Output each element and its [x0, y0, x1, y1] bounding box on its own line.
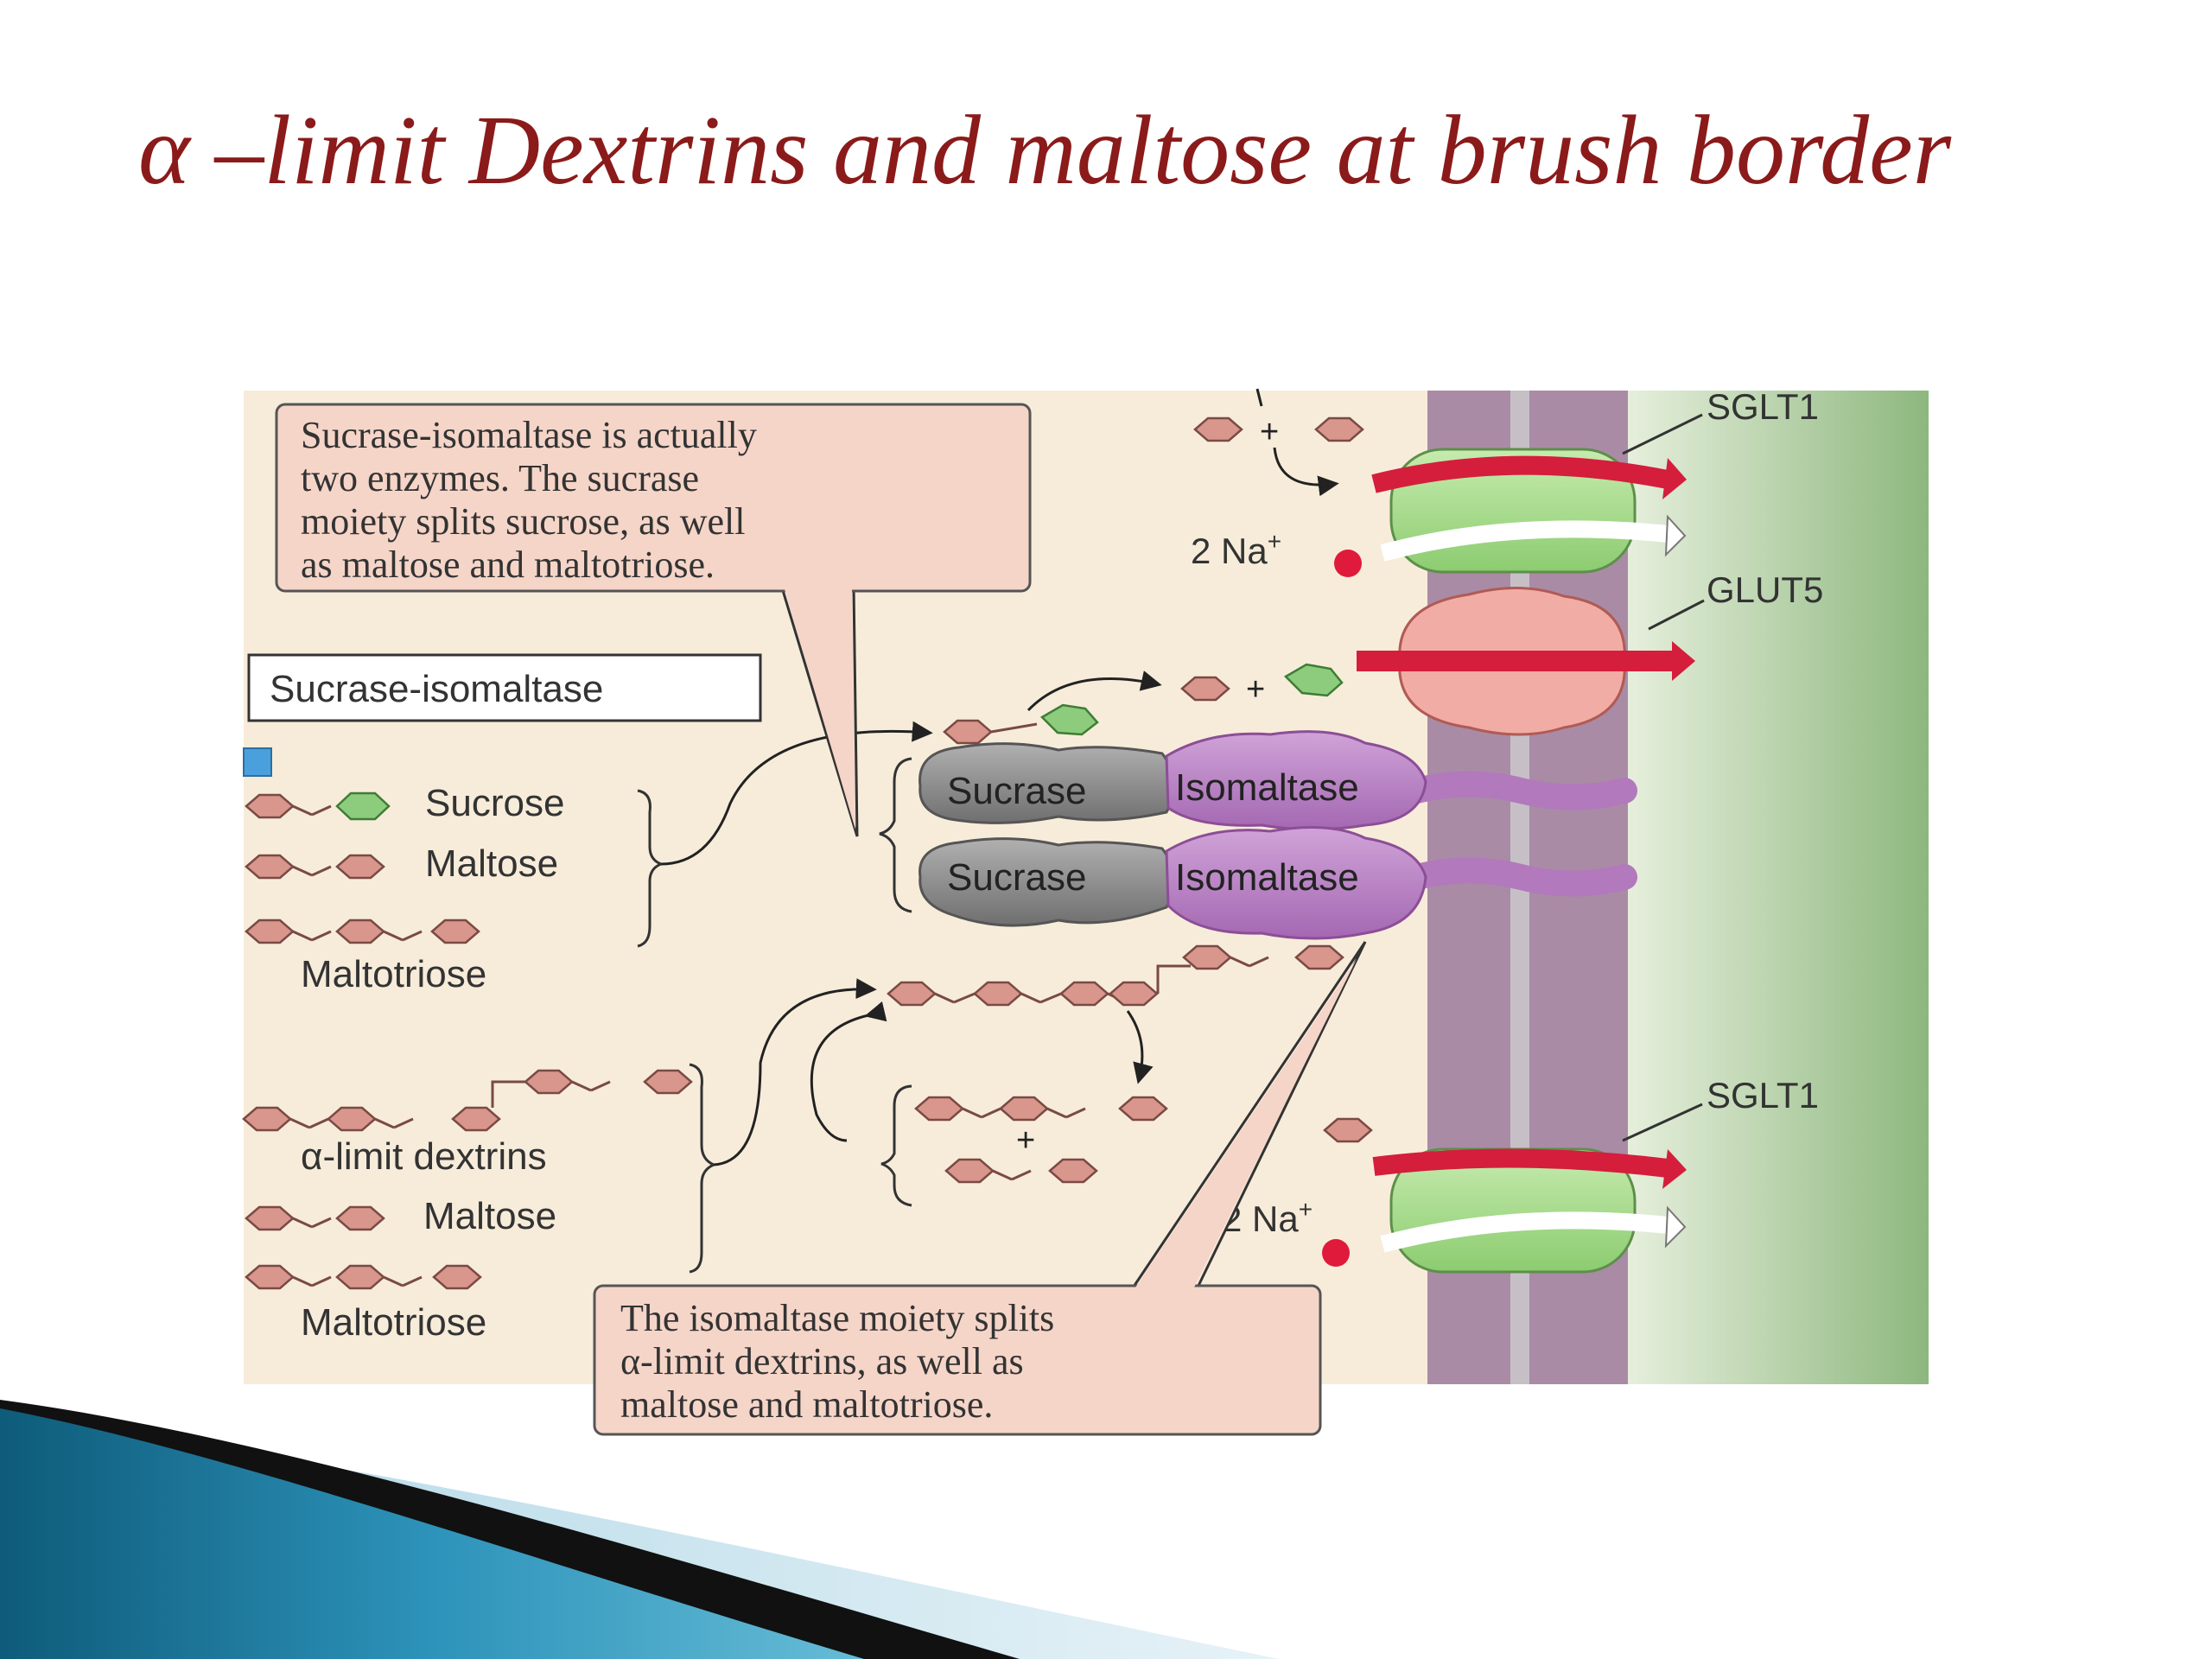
callout-top-line-1: Sucrase-isomaltase is actually: [301, 414, 757, 456]
callout-bottom-line-3: maltose and maltotriose.: [620, 1383, 993, 1426]
isomaltase-label-top: Isomaltase: [1175, 766, 1359, 809]
decorative-swoosh: [0, 1400, 1279, 1659]
alpha-limit-dextrins-label: α-limit dextrins: [301, 1135, 547, 1178]
diagram-figure: SGLT1 + 2 Na+ GLUT5 +: [242, 386, 1929, 1436]
enzyme-name-label: Sucrase-isomaltase: [270, 668, 603, 710]
callout-bottom-line-2: α-limit dextrins, as well as: [620, 1340, 1024, 1382]
blue-marker: [243, 747, 272, 777]
enzyme-name-box: Sucrase-isomaltase: [247, 653, 762, 722]
dextrin-chain-on-enzyme: [810, 944, 1344, 1142]
hydrolysis-products: +: [1180, 663, 1344, 708]
slide-title: α –limit Dextrins and maltose at brush b…: [138, 95, 1952, 205]
callout-bottom: The isomaltase moiety splits α-limit dex…: [593, 941, 1367, 1436]
sglt1-top-label: SGLT1: [1707, 386, 1819, 427]
plus-sign-top: +: [1260, 414, 1279, 450]
isomaltase-domain-top: [1165, 730, 1427, 831]
plus-sign-middle: +: [1246, 671, 1265, 708]
glut5-transporter: GLUT5: [1357, 569, 1823, 736]
maltotriose-top-label: Maltotriose: [301, 953, 486, 995]
maltotriose-bottom-label: Maltotriose: [301, 1301, 486, 1344]
callout-top: Sucrase-isomaltase is actually two enzym…: [275, 403, 1032, 837]
maltose-bottom-label: Maltose: [423, 1195, 556, 1237]
isomaltase-label-bottom: Isomaltase: [1175, 856, 1359, 899]
callout-bottom-line-1: The isomaltase moiety splits: [620, 1297, 1054, 1339]
plus-sign-products: +: [1016, 1122, 1035, 1159]
sodium-top-sup: +: [1268, 528, 1281, 555]
callout-top-line-2: two enzymes. The sucrase: [301, 457, 699, 499]
isomaltase-domain-bottom: [1165, 826, 1427, 940]
sucrase-label-top: Sucrase: [947, 770, 1086, 812]
callout-top-line-4: as maltose and maltotriose.: [301, 543, 715, 586]
sodium-bottom-sup: +: [1299, 1196, 1313, 1223]
sucrase-isomaltase-enzyme: Sucrase Isomaltase Sucrase Isomaltase: [879, 730, 1637, 940]
isomaltase-products: +: [880, 1084, 1168, 1207]
sucrose-at-enzyme: [943, 671, 1162, 745]
incoming-glucose-pair: +: [1193, 388, 1364, 497]
svg-text:2 Na+: 2 Na+: [1191, 528, 1281, 571]
sglt1-top-transporter: SGLT1: [1371, 386, 1819, 574]
sucrase-label-bottom: Sucrase: [947, 856, 1086, 899]
sglt1-bottom-transporter: SGLT1: [1323, 1075, 1819, 1274]
sodium-top: 2 Na+: [1191, 528, 1362, 577]
bottom-substrates: α-limit dextrins Maltose Maltotriose: [242, 978, 877, 1344]
glut5-label: GLUT5: [1707, 569, 1823, 610]
top-substrates: Sucrose Maltose Maltotriose: [245, 721, 933, 995]
sodium-top-label: 2 Na: [1191, 531, 1268, 571]
sucrose-label: Sucrose: [425, 782, 564, 824]
sglt1-bottom-label: SGLT1: [1707, 1075, 1819, 1116]
maltose-top-label: Maltose: [425, 842, 558, 885]
callout-top-line-3: moiety splits sucrose, as well: [301, 500, 746, 543]
